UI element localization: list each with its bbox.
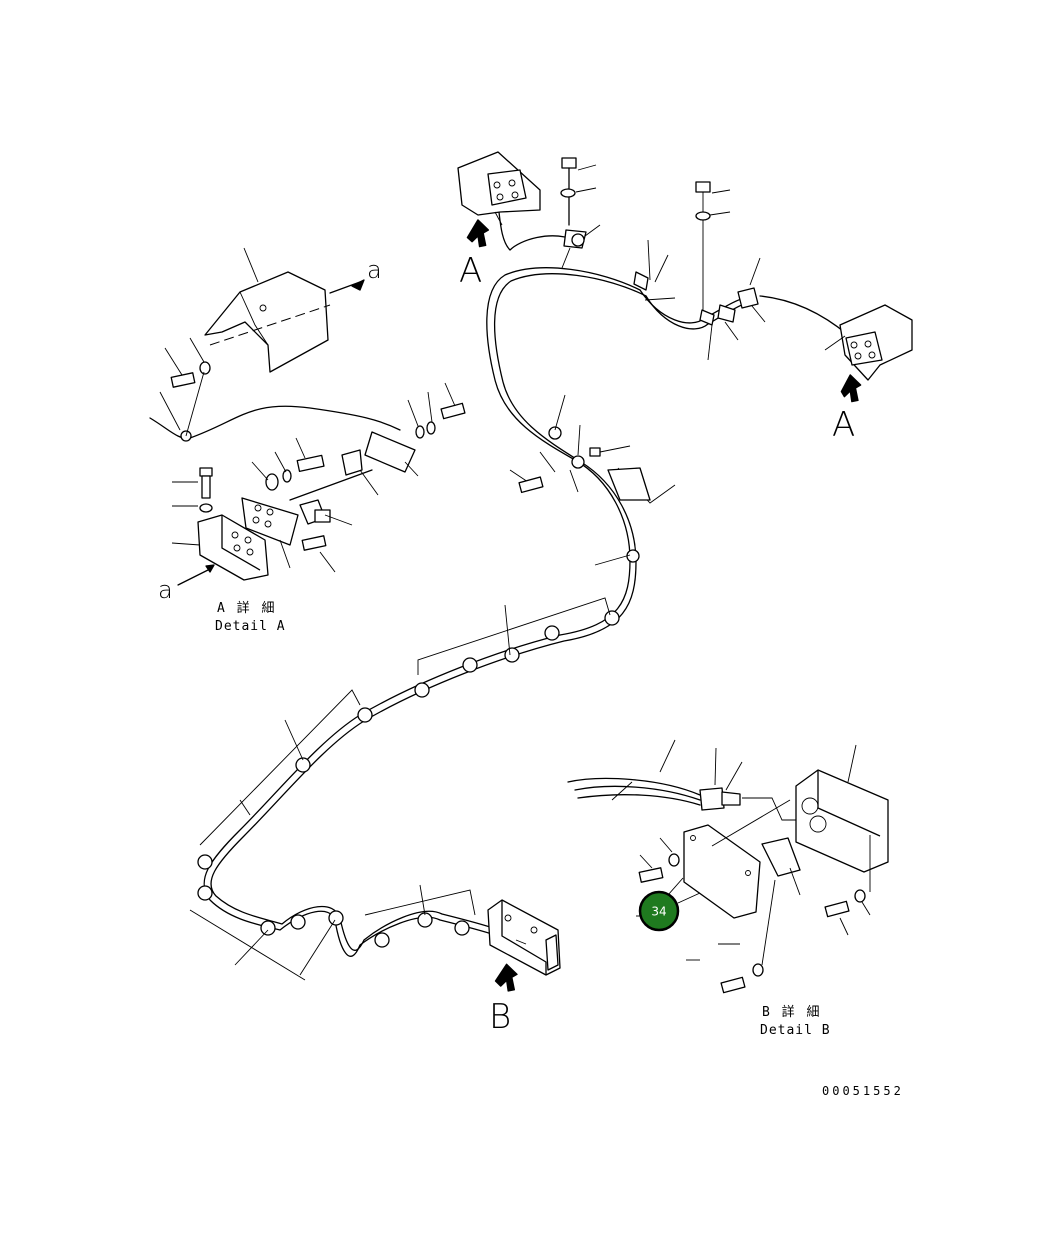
left-work-lamp bbox=[457, 151, 541, 248]
callout-34[interactable]: 34 bbox=[636, 890, 701, 932]
view-label-a-top: A bbox=[459, 251, 482, 291]
drawing-number: 00051552 bbox=[822, 1084, 904, 1098]
view-label-b: B bbox=[489, 997, 511, 1037]
view-label-a-right: A bbox=[832, 405, 855, 445]
detail-a-title-jp: A 詳 細 bbox=[217, 600, 276, 616]
wiring-harness bbox=[203, 204, 849, 957]
right-work-lamp bbox=[824, 304, 913, 403]
detail-a-title-en: Detail A bbox=[215, 619, 286, 634]
detail-b-cluster bbox=[567, 739, 889, 994]
connectors-top bbox=[633, 181, 766, 361]
arrow-label-a-bottom: a bbox=[158, 576, 173, 604]
detail-a-cluster bbox=[149, 247, 466, 586]
left-lamp-bolt bbox=[560, 157, 601, 269]
detail-b-title-jp: B 詳 細 bbox=[762, 1004, 821, 1020]
callout-34-number[interactable]: 34 bbox=[651, 905, 666, 919]
detail-b-title-en: Detail B bbox=[760, 1023, 831, 1038]
harness-bolt bbox=[518, 447, 651, 501]
arrow-label-a-top: a bbox=[367, 256, 382, 284]
callout-34-marker[interactable] bbox=[638, 890, 680, 932]
harness-clamps bbox=[197, 426, 640, 948]
rear-work-lamp bbox=[487, 899, 561, 992]
